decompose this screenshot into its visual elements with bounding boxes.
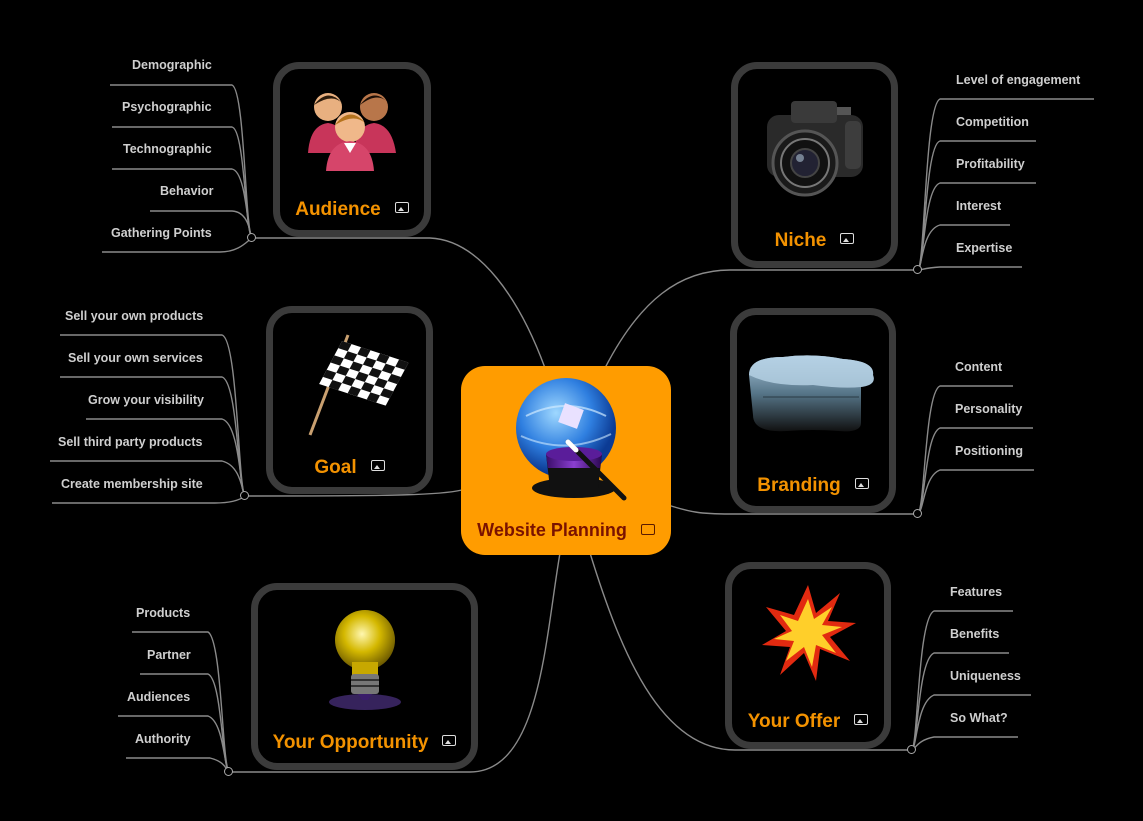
camera-icon: [766, 101, 863, 197]
leaf-benefits[interactable]: Benefits: [950, 627, 1000, 641]
leaf-features[interactable]: Features: [950, 585, 1003, 599]
image-icon[interactable]: [394, 202, 409, 214]
starburst-icon: [762, 585, 856, 681]
leaf-profitability[interactable]: Profitability: [956, 157, 1025, 171]
leaf-so-what[interactable]: So What?: [950, 711, 1008, 725]
node-audience[interactable]: Audience: [273, 62, 431, 237]
node-your-offer[interactable]: Your Offer: [725, 562, 891, 749]
magic-globe-hat-icon: [516, 378, 627, 501]
leaf-products[interactable]: Products: [136, 606, 191, 620]
goal-title: Goal: [273, 457, 426, 479]
leaf-psychographic[interactable]: Psychographic: [122, 100, 212, 114]
leaf-interest[interactable]: Interest: [956, 199, 1002, 213]
branding-junction-dot[interactable]: [913, 509, 922, 518]
leaf-gathering-points[interactable]: Gathering Points: [111, 226, 212, 240]
center-node-website-planning[interactable]: Website Planning: [461, 366, 671, 555]
audience-title: Audience: [280, 199, 424, 221]
node-branding[interactable]: Branding: [730, 308, 896, 513]
leaf-uniqueness[interactable]: Uniqueness: [950, 669, 1021, 683]
image-icon[interactable]: [854, 714, 869, 726]
image-icon[interactable]: [442, 735, 457, 747]
opportunity-junction-dot[interactable]: [224, 767, 233, 776]
leaf-sell-own-services[interactable]: Sell your own services: [68, 351, 203, 365]
image-icon[interactable]: [370, 460, 385, 472]
image-icon[interactable]: [840, 233, 855, 245]
offer-junction-dot[interactable]: [907, 745, 916, 754]
leaf-demographic[interactable]: Demographic: [132, 58, 212, 72]
leaf-content[interactable]: Content: [955, 360, 1003, 374]
node-niche[interactable]: Niche: [731, 62, 898, 268]
node-your-opportunity[interactable]: Your Opportunity: [251, 583, 478, 770]
leaf-level-of-engagement[interactable]: Level of engagement: [956, 73, 1081, 87]
leaf-expertise[interactable]: Expertise: [956, 241, 1013, 255]
checkered-flag-icon: [308, 334, 409, 436]
leaf-authority[interactable]: Authority: [135, 732, 191, 746]
leaf-competition[interactable]: Competition: [956, 115, 1029, 129]
opportunity-title: Your Opportunity: [258, 732, 471, 754]
branding-title: Branding: [737, 475, 889, 497]
goal-junction-dot[interactable]: [240, 491, 249, 500]
image-icon[interactable]: [640, 523, 655, 535]
people-group-icon: [308, 93, 396, 171]
leaf-technographic[interactable]: Technographic: [123, 142, 212, 156]
leaf-behavior[interactable]: Behavior: [160, 184, 214, 198]
lightbulb-icon: [328, 610, 401, 710]
leaf-sell-third-party[interactable]: Sell third party products: [58, 435, 203, 449]
niche-junction-dot[interactable]: [913, 265, 922, 274]
leaf-membership-site[interactable]: Create membership site: [61, 477, 203, 491]
center-title: Website Planning: [461, 520, 671, 541]
leaf-personality[interactable]: Personality: [955, 402, 1023, 416]
leaf-audiences[interactable]: Audiences: [127, 690, 191, 704]
leaf-grow-visibility[interactable]: Grow your visibility: [88, 393, 204, 407]
offer-title: Your Offer: [732, 711, 884, 733]
leaf-sell-own-products[interactable]: Sell your own products: [65, 309, 204, 323]
glass-shape-icon: [749, 355, 874, 432]
leaf-partner[interactable]: Partner: [147, 648, 191, 662]
niche-title: Niche: [738, 230, 891, 252]
audience-junction-dot[interactable]: [247, 233, 256, 242]
image-icon[interactable]: [854, 478, 869, 490]
leaf-positioning[interactable]: Positioning: [955, 444, 1024, 458]
node-goal[interactable]: Goal: [266, 306, 433, 494]
